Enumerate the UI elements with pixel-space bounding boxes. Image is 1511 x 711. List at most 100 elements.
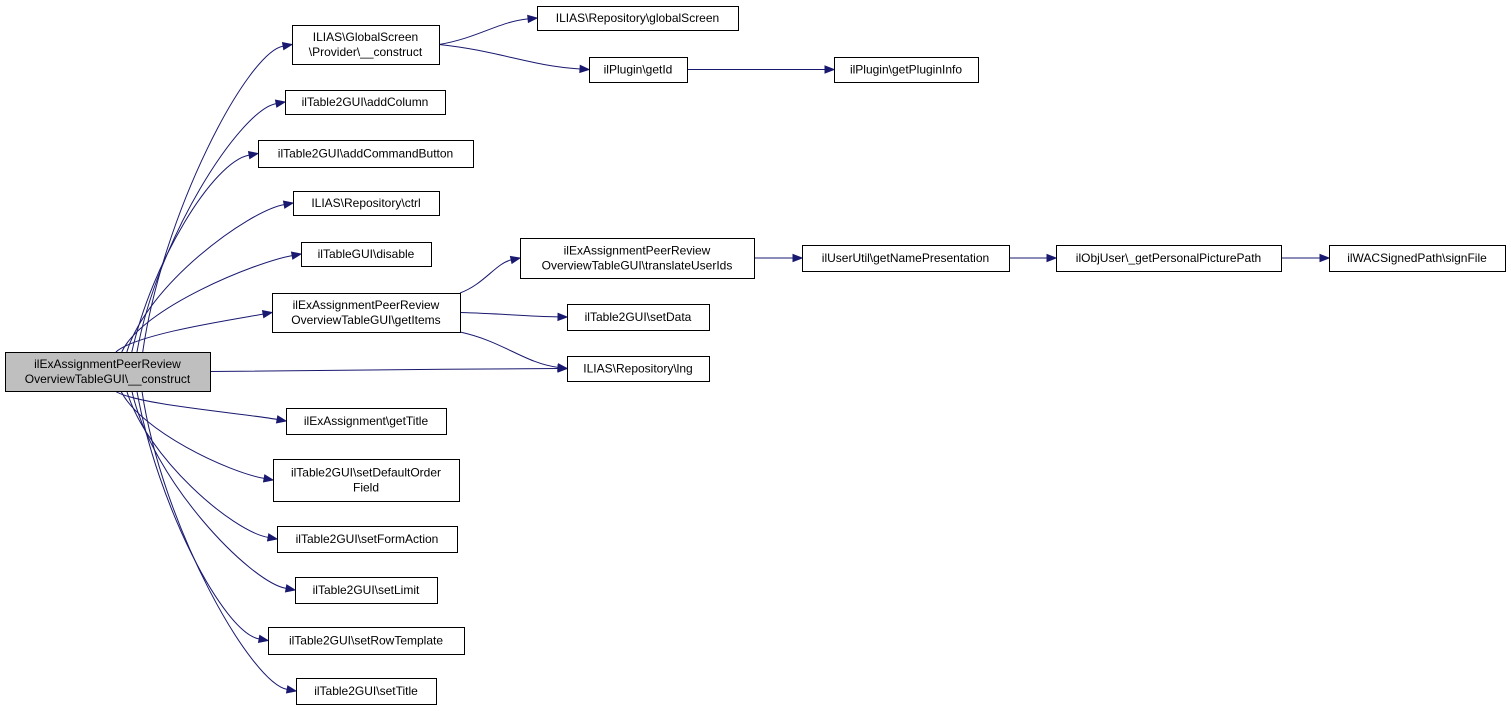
node-label: ILIAS\Repository\lng bbox=[583, 362, 692, 376]
edge-get-items-to-set-data bbox=[459, 312, 559, 318]
node-label: ilTable2GUI\addColumn bbox=[302, 95, 429, 109]
node-box bbox=[567, 304, 710, 331]
edge-arrowhead bbox=[284, 584, 297, 593]
nodes: ilExAssignmentPeerReviewOverviewTableGUI… bbox=[5, 6, 1506, 705]
edge-root-to-add-column bbox=[136, 103, 277, 353]
edge-arrowhead bbox=[509, 255, 522, 265]
node-gs-provider[interactable]: ILIAS\GlobalScreen\Provider\__construct bbox=[292, 25, 440, 65]
node-set-row-template[interactable]: ilTable2GUI\setRowTemplate bbox=[268, 627, 465, 655]
node-personal-picture[interactable]: ilObjUser\_getPersonalPicturePath bbox=[1056, 245, 1282, 272]
node-label: ilPlugin\getPluginInfo bbox=[850, 63, 962, 77]
node-label: ilExAssignmentPeerReview bbox=[34, 357, 181, 371]
edge-root-to-set-limit bbox=[131, 390, 287, 589]
node-box bbox=[1056, 245, 1282, 272]
edge-arrowhead bbox=[281, 41, 294, 51]
edge-root-to-gs-provider bbox=[142, 45, 284, 353]
node-box bbox=[268, 627, 465, 655]
edge-arrowhead bbox=[274, 99, 287, 108]
node-label: ilObjUser\_getPersonalPicturePath bbox=[1076, 251, 1261, 265]
node-label: ilTable2GUI\setDefaultOrder bbox=[291, 466, 441, 480]
node-label: ILIAS\GlobalScreen bbox=[313, 30, 418, 44]
node-set-title[interactable]: ilTable2GUI\setTitle bbox=[296, 678, 437, 705]
edge-get-items-to-repo-lng bbox=[459, 331, 559, 368]
node-add-column[interactable]: ilTable2GUI\addColumn bbox=[285, 90, 446, 115]
node-plugin-get-info[interactable]: ilPlugin\getPluginInfo bbox=[834, 57, 979, 83]
edge-arrowhead bbox=[527, 14, 539, 24]
node-label: ilTable2GUI\setData bbox=[585, 310, 692, 324]
node-set-form-action[interactable]: ilTable2GUI\setFormAction bbox=[277, 526, 458, 553]
edge-root-to-repo-lng bbox=[209, 368, 559, 372]
node-box bbox=[567, 356, 710, 382]
node-label: ilTable2GUI\setTitle bbox=[314, 684, 418, 698]
edge-arrowhead bbox=[824, 65, 836, 74]
edge-root-to-set-title bbox=[141, 390, 288, 690]
node-box bbox=[1329, 245, 1506, 272]
edge-arrowhead bbox=[257, 634, 270, 644]
node-label: ilTable2GUI\setRowTemplate bbox=[289, 634, 443, 648]
edge-root-to-disable bbox=[121, 255, 293, 353]
node-repo-global-screen[interactable]: ILIAS\Repository\globalScreen bbox=[537, 6, 739, 31]
edge-arrowhead bbox=[792, 253, 804, 263]
node-set-limit[interactable]: ilTable2GUI\setLimit bbox=[295, 577, 438, 604]
node-box bbox=[273, 459, 460, 502]
edge-get-items-to-translate-user-ids bbox=[459, 259, 512, 294]
node-get-title[interactable]: ilExAssignment\getTitle bbox=[286, 408, 447, 435]
edge-arrowhead bbox=[557, 363, 569, 372]
edge-arrowhead bbox=[557, 312, 569, 322]
node-root[interactable]: ilExAssignmentPeerReviewOverviewTableGUI… bbox=[5, 352, 211, 392]
node-get-items[interactable]: ilExAssignmentPeerReviewOverviewTableGUI… bbox=[272, 293, 461, 333]
node-box bbox=[295, 577, 438, 604]
node-box bbox=[834, 57, 979, 83]
edge-gs-provider-to-plugin-get-id bbox=[438, 44, 581, 70]
node-label: \Provider\__construct bbox=[309, 45, 423, 59]
node-set-data[interactable]: ilTable2GUI\setData bbox=[567, 304, 710, 331]
node-box bbox=[285, 90, 446, 115]
node-box bbox=[296, 678, 437, 705]
edge-arrowhead bbox=[285, 685, 298, 694]
edge-root-to-set-default-order bbox=[120, 390, 265, 479]
node-label: OverviewTableGUI\__construct bbox=[25, 372, 191, 386]
edge-arrowhead bbox=[261, 309, 274, 319]
node-label: ilTable2GUI\setFormAction bbox=[296, 532, 439, 546]
node-box bbox=[802, 245, 1010, 272]
node-box bbox=[589, 57, 688, 83]
node-disable[interactable]: ilTableGUI\disable bbox=[301, 242, 432, 267]
node-repo-ctrl[interactable]: ILIAS\Repository\ctrl bbox=[293, 191, 440, 216]
node-label: ilTable2GUI\addCommandButton bbox=[278, 147, 453, 161]
node-box bbox=[258, 140, 474, 168]
node-box bbox=[293, 191, 440, 216]
node-label: ilExAssignmentPeerReview bbox=[564, 244, 711, 258]
node-box bbox=[301, 242, 432, 267]
node-label: ilExAssignment\getTitle bbox=[304, 414, 429, 428]
node-label: ilExAssignmentPeerReview bbox=[293, 298, 440, 312]
edge-arrowhead bbox=[1046, 253, 1058, 263]
node-box bbox=[537, 6, 739, 31]
node-label: Field bbox=[353, 481, 379, 495]
node-sign-file[interactable]: ilWACSignedPath\signFile bbox=[1329, 245, 1506, 272]
node-translate-user-ids[interactable]: ilExAssignmentPeerReviewOverviewTableGUI… bbox=[520, 238, 755, 279]
node-label: ILIAS\Repository\globalScreen bbox=[556, 11, 719, 25]
node-label: ilWACSignedPath\signFile bbox=[1347, 251, 1487, 265]
node-label: ilTableGUI\disable bbox=[318, 247, 415, 261]
edge-arrowhead bbox=[1319, 253, 1331, 263]
node-box bbox=[5, 352, 211, 392]
node-add-command-button[interactable]: ilTable2GUI\addCommandButton bbox=[258, 140, 474, 168]
node-box bbox=[272, 293, 461, 333]
edges bbox=[114, 14, 1331, 694]
edge-root-to-repo-ctrl bbox=[126, 204, 285, 353]
node-box bbox=[292, 25, 440, 65]
edge-arrowhead bbox=[579, 64, 591, 74]
edge-arrowhead bbox=[290, 251, 303, 260]
node-plugin-get-id[interactable]: ilPlugin\getId bbox=[589, 57, 688, 83]
edge-arrowhead bbox=[275, 415, 288, 424]
node-box bbox=[286, 408, 447, 435]
edge-root-to-get-items bbox=[115, 313, 264, 353]
node-label: ILIAS\Repository\ctrl bbox=[311, 196, 420, 210]
edge-arrowhead bbox=[262, 474, 275, 483]
edge-arrowhead bbox=[247, 150, 260, 160]
node-get-name-presentation[interactable]: ilUserUtil\getNamePresentation bbox=[802, 245, 1010, 272]
edge-root-to-add-command-button bbox=[131, 154, 250, 353]
node-repo-lng[interactable]: ILIAS\Repository\lng bbox=[567, 356, 710, 382]
